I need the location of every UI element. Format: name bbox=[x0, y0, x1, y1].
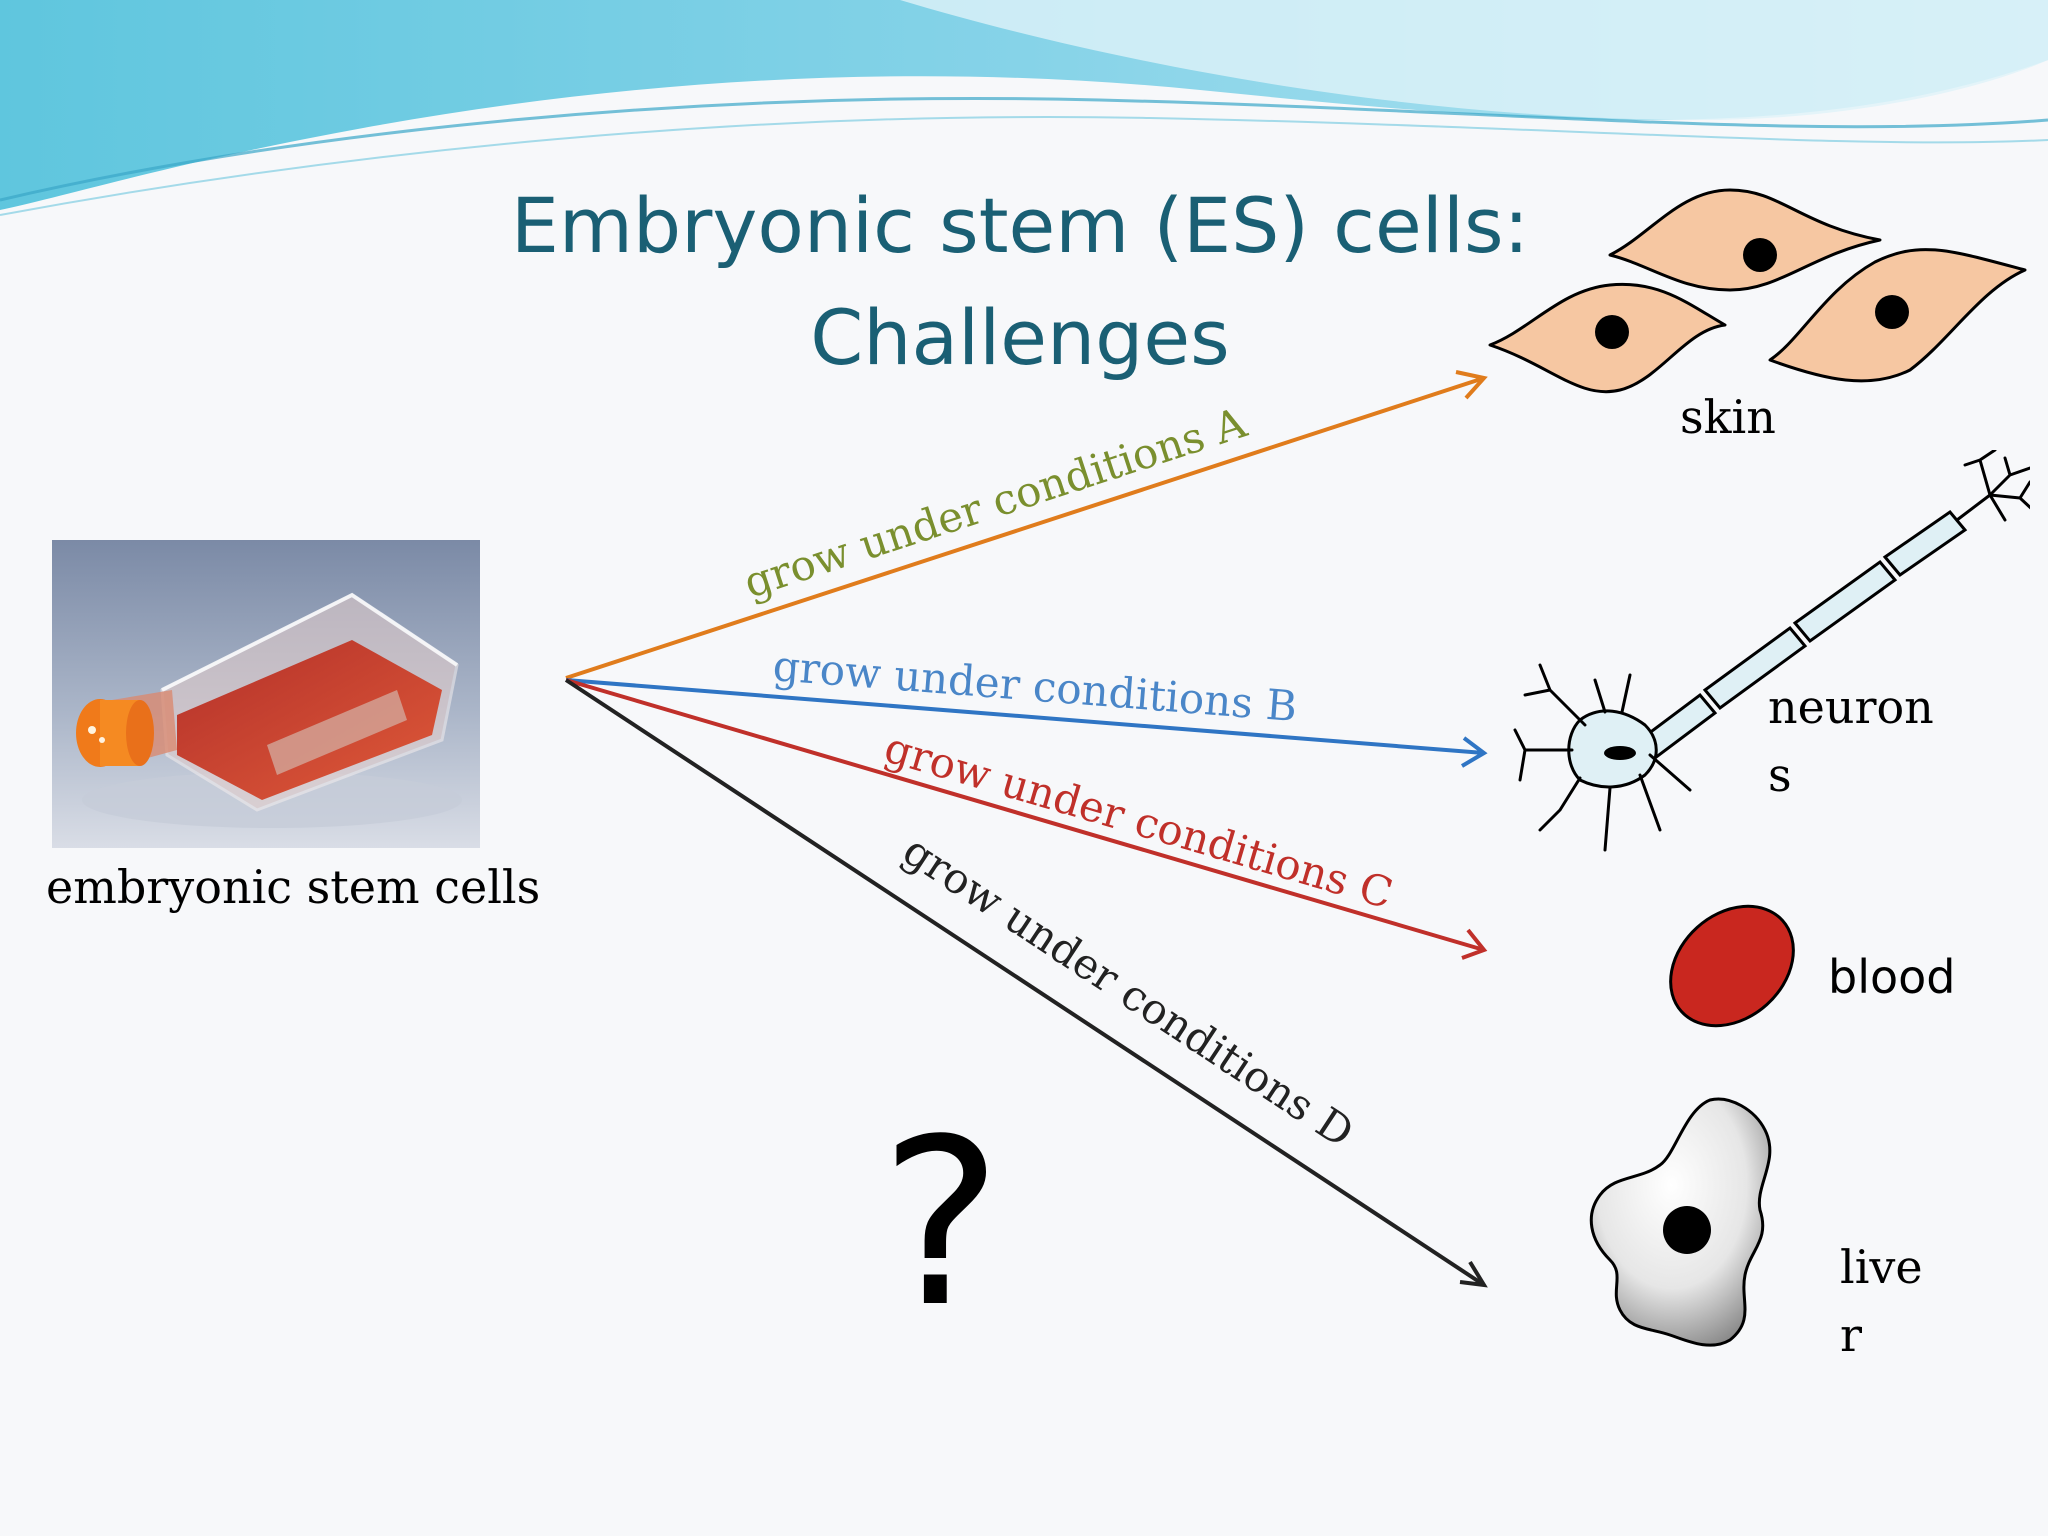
blood-cell-illustration bbox=[1669, 904, 1795, 1028]
header-wave bbox=[0, 0, 2048, 216]
target-label-liver-1: live bbox=[1840, 1240, 1923, 1294]
arrow-conditions-c bbox=[565, 678, 1488, 960]
title-line-1: Embryonic stem (ES) cells: bbox=[510, 181, 1530, 270]
arrow-conditions-b bbox=[565, 678, 1488, 768]
question-mark: ? bbox=[880, 1091, 1003, 1358]
title-line-2: Challenges bbox=[810, 293, 1230, 382]
target-label-liver-2: r bbox=[1840, 1308, 1862, 1362]
arrow-conditions-d bbox=[564, 678, 1488, 1288]
neuron-illustration bbox=[1513, 450, 2030, 852]
skin-cells-illustration bbox=[1488, 188, 2027, 394]
target-label-neurons-1: neuron bbox=[1768, 680, 1934, 734]
target-label-neurons-2: s bbox=[1768, 748, 1792, 802]
arrow-conditions-a bbox=[565, 370, 1488, 680]
slide-title: Embryonic stem (ES) cells: Challenges bbox=[460, 170, 1580, 394]
liver-cell-illustration bbox=[1589, 1097, 1772, 1347]
source-label: embryonic stem cells bbox=[46, 860, 541, 914]
target-label-blood: blood bbox=[1828, 950, 1956, 1004]
target-label-skin: skin bbox=[1680, 390, 1776, 444]
cell-culture-flask-image bbox=[52, 540, 480, 848]
condition-label-a: grow under conditions A bbox=[738, 398, 1253, 608]
